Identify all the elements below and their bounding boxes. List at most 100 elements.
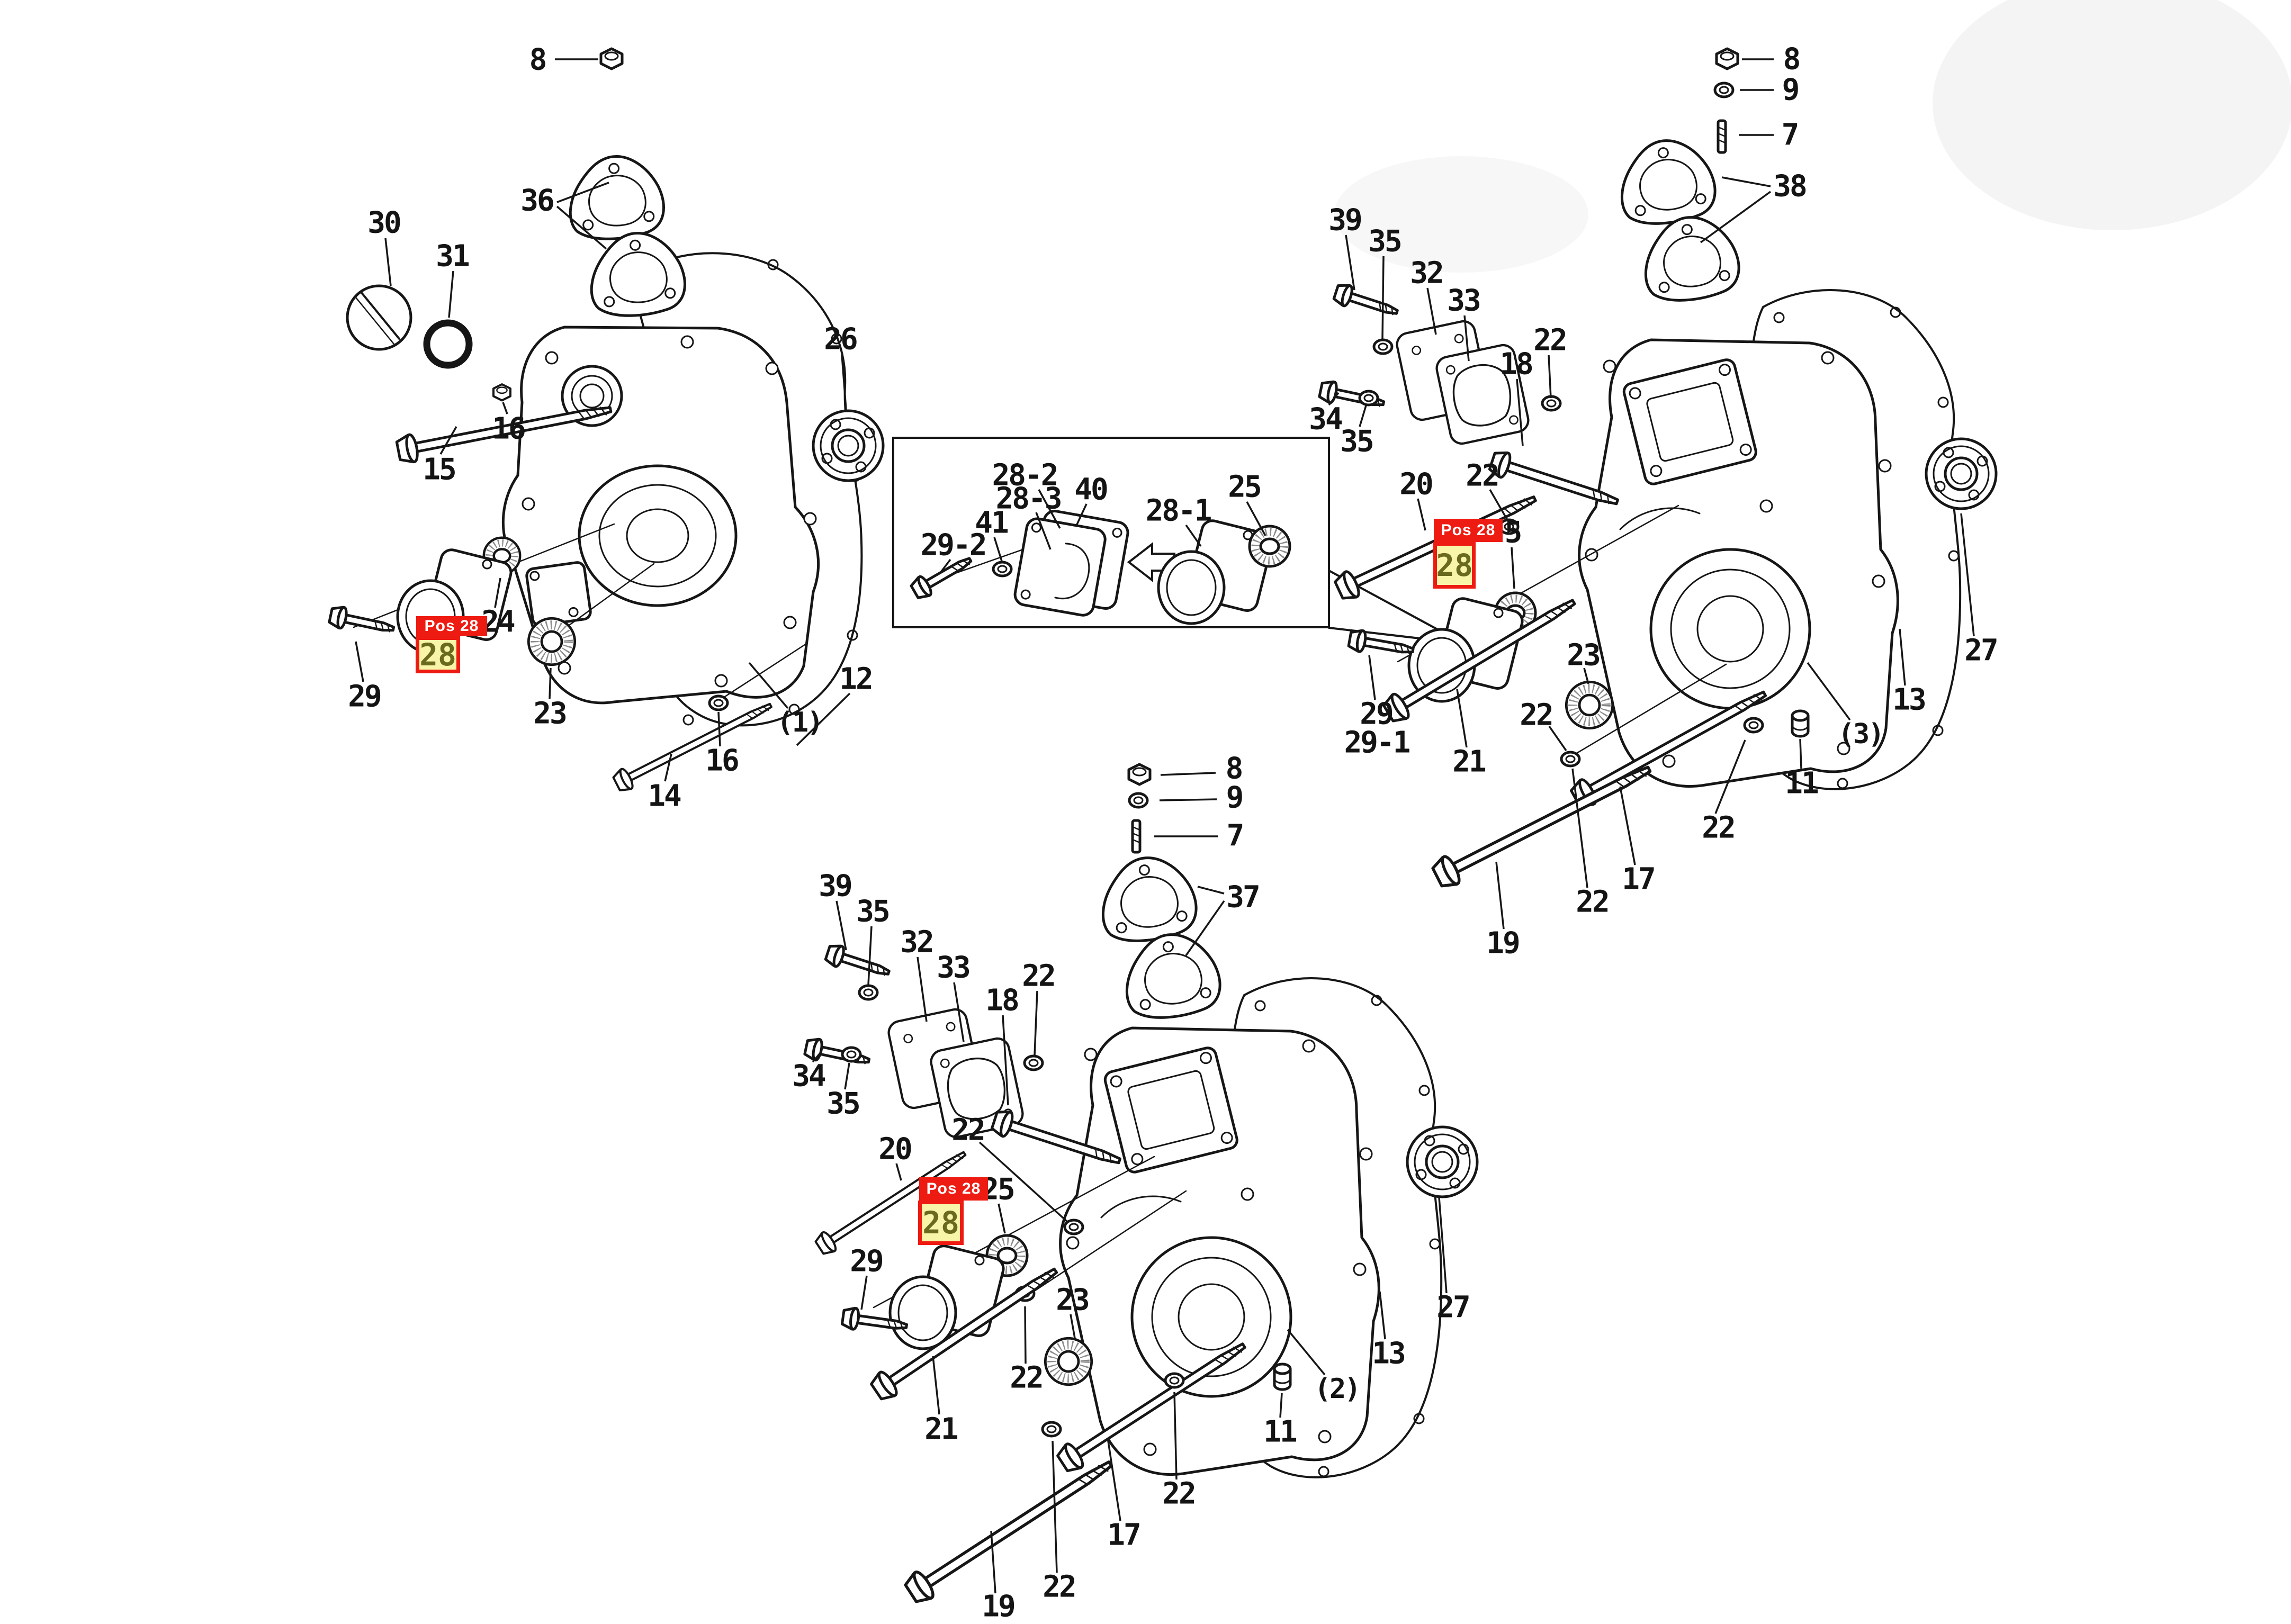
part-number-label-9: 9 [1782,73,1800,107]
leader-line [1038,489,1061,529]
part-number-label-22: 22 [1702,810,1736,845]
leader-line [502,402,508,414]
part-number-label-35: 35 [1340,424,1374,459]
part-number-label-9: 9 [1226,780,1244,815]
leader-line [1463,315,1470,362]
part-number-label-13: 13 [1892,682,1926,717]
part-number-label-16: 16 [492,411,526,446]
part-number-label-21: 21 [924,1412,958,1447]
part-number-label-18: 18 [1499,347,1533,382]
part-number-label-32: 32 [900,925,934,960]
leader-line [448,270,454,318]
part-number-label-23: 23 [1056,1283,1090,1318]
leader-line [1328,392,1340,406]
pos-28-part-number-badge: 28 [416,636,460,673]
part-number-label-22: 22 [1576,885,1610,919]
part-number-label-25: 25 [1228,470,1262,504]
part-number-label-22: 22 [1022,959,1056,994]
part-number-label-35: 35 [856,894,890,929]
leader-line [1700,191,1772,243]
leader-line [1583,667,1589,684]
leader-line [1571,768,1588,888]
leader-line [860,1275,868,1310]
leader-line [1619,786,1636,865]
part-number-label-31: 31 [436,239,470,274]
leader-line [1070,1314,1076,1339]
leader-line [939,558,951,574]
part-number-label-13: 13 [1372,1336,1406,1371]
leader-line [1052,1440,1058,1573]
part-number-label-30: 30 [367,205,401,240]
leader-line [844,1062,850,1090]
part-number-label-28-3: 28-3 [995,481,1063,516]
leader-line [556,182,609,203]
leader-line [556,205,607,250]
leader-line [1034,990,1038,1056]
right-view-art [1318,49,1996,890]
leader-line [1511,547,1515,589]
part-number-label-11: 11 [1785,766,1819,801]
leader-line [993,537,1003,562]
part-number-label-28-2: 28-2 [992,458,1059,493]
leader-line [1489,489,1509,521]
leader-line [1035,512,1052,550]
part-number-label-34: 34 [792,1059,826,1094]
leader-line [1799,738,1802,769]
leader-line [1548,726,1567,751]
o-ring-31 [423,319,473,369]
part-number-label-37: 37 [1226,880,1260,915]
leader-line [812,1050,823,1063]
part-number-label-11: 11 [1263,1414,1297,1449]
bottom-view-art [804,764,1477,1606]
leader-line [895,1163,902,1181]
part-number-label-22: 22 [1010,1360,1044,1395]
part-number-label-23: 23 [1567,638,1601,673]
part-number-label-17: 17 [1622,862,1656,897]
pos-28-red-badge: Pos 28 [416,616,487,636]
inset-box [892,437,1330,628]
leader-line [717,711,721,747]
leader-line [1714,739,1746,814]
part-number-label-40: 40 [1074,472,1108,507]
leader-line [1417,498,1426,531]
part-number-label-22: 22 [1162,1476,1196,1511]
leader-line [932,1356,940,1415]
part-number-label-7: 7 [1781,118,1800,152]
part-number-label-8: 8 [529,42,547,77]
part-number-label-22: 22 [1043,1569,1076,1604]
part-number-label-24: 24 [481,605,515,639]
leader-line [796,692,851,746]
part-number-label-36: 36 [520,183,554,218]
part-number-label-29-1: 29-1 [1344,725,1411,760]
leader-line [998,1203,1006,1234]
leader-line [439,426,457,455]
leader-line [1246,501,1266,536]
part-number-label-22: 22 [1466,458,1499,493]
scan-artifact [1334,156,1588,273]
part-number-label-5: 5 [1504,515,1523,550]
leader-line [1456,689,1468,748]
part-number-label-29-2: 29-2 [920,528,987,563]
leader-line [1185,900,1225,957]
part-number-label-29: 29 [850,1244,884,1279]
part-number-label-22: 22 [951,1113,985,1148]
part-number-label-19: 19 [1486,926,1520,961]
part-number-label-21: 21 [1452,744,1486,779]
leader-line [1721,176,1771,187]
part-number-label-26: 26 [824,322,858,357]
part-number-label-8: 8 [1225,751,1244,786]
part-number-label-16: 16 [705,743,739,778]
part-number-label-33: 33 [937,950,971,985]
part-number-label-34: 34 [1309,402,1343,437]
part-number-label-39: 39 [1328,203,1362,238]
part-number-label-15: 15 [423,452,456,487]
part-number-label-7: 7 [1226,818,1245,853]
leader-line [355,641,364,682]
leader-line [1160,772,1216,776]
leader-line [1495,861,1505,930]
part-number-label-20: 20 [1399,467,1433,502]
leader-line [990,1530,996,1594]
leader-line [841,354,847,410]
